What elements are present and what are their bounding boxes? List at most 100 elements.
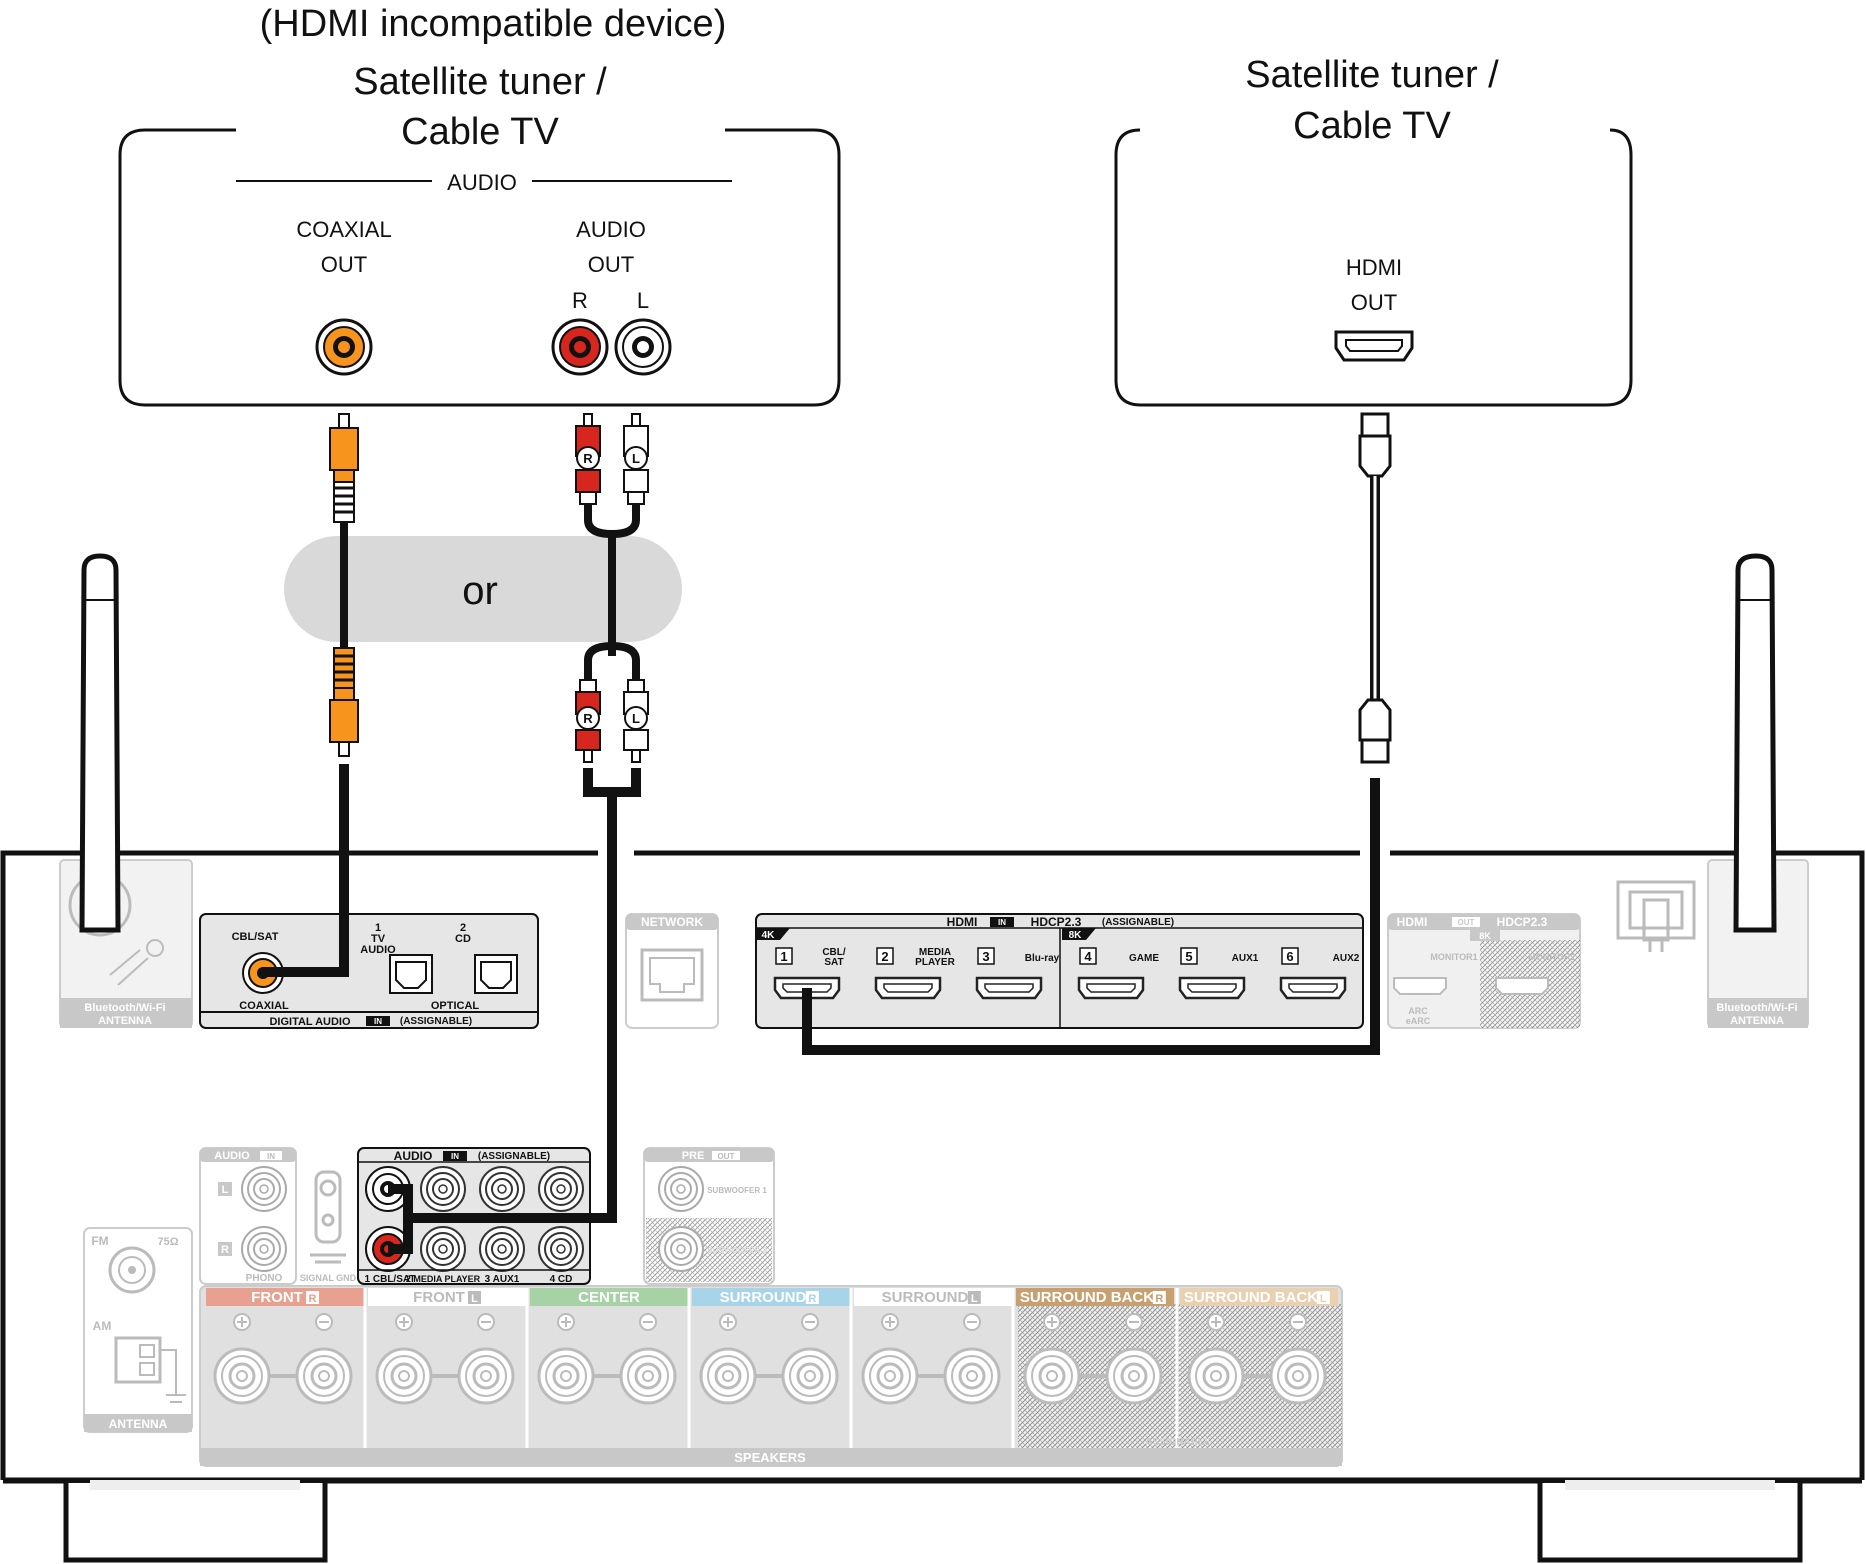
left-device-title-2: Satellite tuner / (353, 61, 607, 103)
svg-text:2 MEDIA PLAYER: 2 MEDIA PLAYER (406, 1274, 481, 1284)
audio-out-r-label: R (572, 288, 588, 313)
or-label: or (462, 569, 498, 613)
left-wifi-antenna: Bluetooth/Wi-Fi ANTENNA Bluetooth/Wi-Fi … (59, 553, 193, 1028)
svg-text:SIGNAL GND: SIGNAL GND (300, 1273, 357, 1283)
hdcp-label: HDCP2.3 (1031, 915, 1082, 929)
tv-audio-label: AUDIO (360, 944, 396, 956)
speaker-terminal (619, 1347, 677, 1405)
svg-text:AUDIO: AUDIO (214, 1150, 250, 1162)
speaker-terminal (375, 1347, 433, 1405)
svg-text:AM: AM (93, 1319, 112, 1333)
or-pill (284, 536, 682, 642)
left-foot (63, 1483, 328, 1563)
svg-text:8K: 8K (1069, 930, 1083, 941)
hdmi-in-port-name: GAME (1129, 953, 1159, 964)
right-source-device: Satellite tuner / Cable TV HDMI OUT (1114, 54, 1633, 407)
svg-text:1: 1 (375, 922, 381, 934)
left-device-title-3: Cable TV (401, 111, 559, 153)
hdmi-in-connector (1279, 976, 1347, 1000)
hdmi-out-label-1: HDMI (1346, 255, 1402, 280)
svg-text:AUDIO: AUDIO (394, 1149, 433, 1163)
svg-text:(ASSIGNABLE): (ASSIGNABLE) (1102, 917, 1174, 928)
svg-text:(ASSIGNABLE): (ASSIGNABLE) (400, 1016, 472, 1027)
hdmi-in-port-number: 2 (881, 949, 888, 964)
optical-in-1 (389, 954, 433, 994)
hdmi-in-port-name: AUX2 (1333, 953, 1360, 964)
audio-out-label-1: AUDIO (576, 217, 646, 242)
cd-label: CD (455, 933, 471, 945)
hdmi-in-port-number: 6 (1286, 949, 1293, 964)
speaker-channel-badge: L (1320, 1293, 1327, 1305)
hdmi-in-port-number: 4 (1084, 949, 1092, 964)
svg-text:ANTENNA: ANTENNA (109, 1417, 168, 1431)
right-device-title-2: Cable TV (1293, 105, 1451, 147)
optical-label: OPTICAL (431, 1000, 480, 1012)
cbl-sat-label: CBL/SAT (232, 931, 279, 943)
right-device-box (1114, 128, 1633, 407)
speaker-group-label: CENTER (578, 1289, 640, 1306)
pre-out-panel: PRE OUT SUBWOOFER 1 SUBWOOFER 2 (643, 1147, 775, 1285)
plug-l-label-lower: L (632, 711, 640, 726)
bt-antenna-right-label-1: Bluetooth/Wi-Fi (1716, 1002, 1797, 1014)
hdmi-in-port-name: AUX1 (1232, 953, 1259, 964)
hdmi-in-port-number: 5 (1185, 949, 1192, 964)
svg-text:SUBWOOFER 1: SUBWOOFER 1 (707, 1186, 767, 1195)
hdmi-in-title: HDMI (947, 915, 978, 929)
speakers-label: SPEAKERS (734, 1450, 806, 1465)
plug-r-label-upper: R (583, 451, 593, 466)
svg-text:MONITOR1: MONITOR1 (1430, 952, 1477, 962)
analog-audio-cable: R L R L (388, 413, 649, 1254)
svg-text:4K: 4K (762, 930, 776, 941)
optical-in-2 (474, 954, 518, 994)
speaker-terminal (781, 1347, 839, 1405)
speaker-terminal (699, 1347, 757, 1405)
svg-text:PRE: PRE (682, 1150, 705, 1162)
speaker-terminal (1187, 1347, 1245, 1405)
right-foot (1537, 1483, 1803, 1563)
svg-text:SUBWOOFER 2: SUBWOOFER 2 (707, 1246, 767, 1255)
audio-out-l-jack (614, 318, 672, 376)
speaker-channel-badge: L (971, 1293, 978, 1305)
speaker-group-1: FRONT R (206, 1288, 364, 1405)
hdmi-out-panel: HDMI OUT HDCP2.3 8K MONITOR1 MONITOR2 AR… (1387, 913, 1581, 1029)
left-device-title-1: (HDMI incompatible device) (260, 3, 727, 45)
hdmi-in-port-4: 4 GAME (1077, 947, 1159, 1000)
speaker-terminal (295, 1347, 353, 1405)
power-inlet (1616, 880, 1696, 952)
speaker-group-label: SURROUND BACK (1020, 1289, 1154, 1306)
speaker-group-3: CENTER (525, 1288, 688, 1448)
svg-text:MONITOR2: MONITOR2 (1528, 952, 1575, 962)
phono-input-panel: AUDIO IN L R PHONO SIGNAL GND (199, 1147, 357, 1285)
hdmi-out-port (1334, 330, 1414, 362)
fm-am-antenna-panel: FM 75Ω AM ANTENNA (83, 1227, 193, 1433)
speaker-channel-badge: R (309, 1293, 317, 1305)
speaker-group-label: FRONT (251, 1289, 303, 1306)
coaxial-out-label-1: COAXIAL (296, 217, 391, 242)
speaker-terminal (537, 1347, 595, 1405)
speaker-terminal (1105, 1347, 1163, 1405)
audio-out-label-2: OUT (588, 252, 634, 277)
speaker-terminal (457, 1347, 515, 1405)
hdmi-out-label-2: OUT (1351, 290, 1397, 315)
svg-text:HDMI: HDMI (1397, 915, 1428, 929)
svg-text:OUT: OUT (718, 1152, 735, 1161)
hdmi-in-port-number: 3 (982, 949, 989, 964)
speaker-group-label: SURROUND BACK (1184, 1289, 1318, 1306)
speaker-terminal (213, 1347, 271, 1405)
speaker-terminal (1269, 1347, 1327, 1405)
svg-text:2: 2 (460, 922, 466, 934)
hdmi-cable (802, 412, 1392, 1055)
hdmi-in-connector (975, 976, 1043, 1000)
speaker-terminal (861, 1347, 919, 1405)
hdmi-in-connector (1077, 976, 1145, 1000)
speaker-channel-badge: R (1155, 1293, 1163, 1305)
bt-antenna-right-label-2: ANTENNA (1730, 1015, 1784, 1027)
svg-text:OUT: OUT (1458, 918, 1475, 927)
